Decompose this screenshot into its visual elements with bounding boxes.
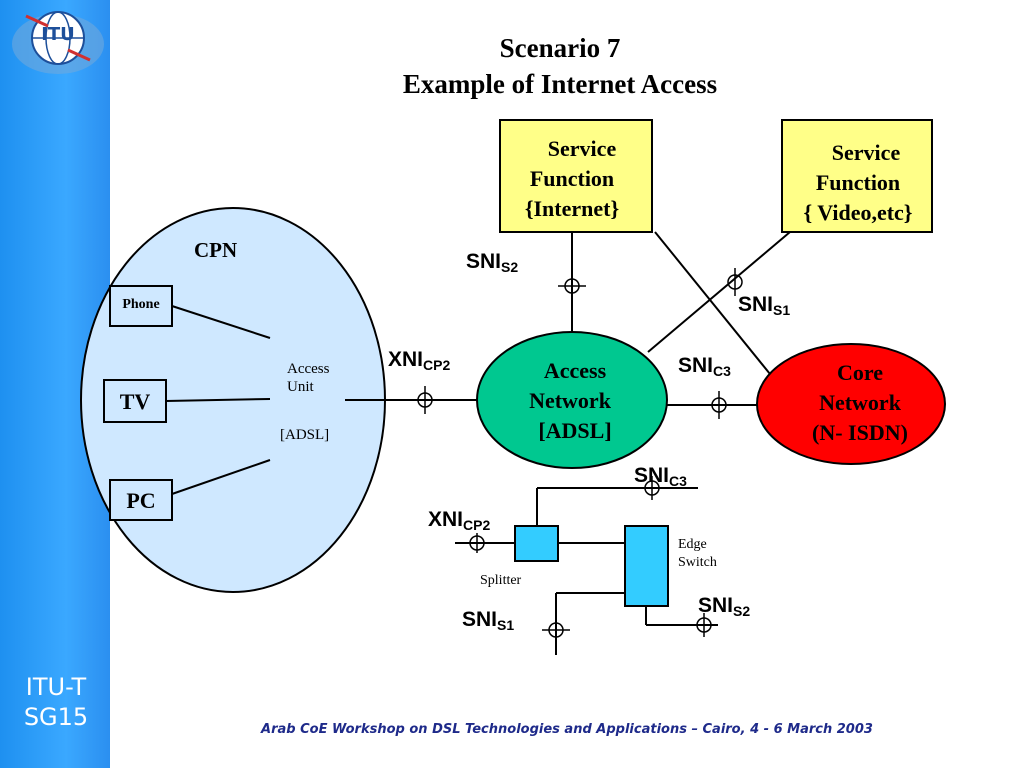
splitter-label: Splitter — [480, 573, 522, 588]
xni-cp2-bottom-base: XNI — [428, 508, 464, 531]
sni-s1-bottom-label: SNIS1 — [462, 608, 514, 633]
edge-switch-line2: Switch — [678, 555, 717, 570]
service-function-internet-box — [499, 119, 653, 233]
sf-video-line2: Function — [815, 170, 901, 195]
pc-box — [109, 479, 173, 521]
sni-c3-top-label: SNIC3 — [678, 354, 731, 379]
sni-c3-bottom-sub: C3 — [669, 473, 687, 489]
access-unit-adsl-label: [ADSL] — [280, 427, 330, 443]
sni-c3-top-sub: C3 — [713, 363, 731, 379]
ref-point-sni-s1-top — [727, 268, 743, 296]
core-network-label: Core Network (N- ISDN) — [780, 358, 940, 448]
title-line1: Scenario 7 — [499, 33, 621, 63]
access-network-line3: [ADSL] — [538, 418, 612, 443]
service-function-video-box — [781, 119, 933, 233]
access-network-line1: Access — [543, 358, 607, 383]
access-unit-line1: Access — [287, 361, 330, 377]
sni-s2-bottom-sub: S2 — [733, 603, 751, 619]
itu-logo-text: ITU — [41, 24, 75, 45]
page-title: Scenario 7 Example of Internet Access — [240, 30, 880, 102]
sni-c3-top-base: SNI — [678, 354, 714, 377]
xni-cp2-top-label: XNICP2 — [388, 348, 450, 373]
ref-point-sni-s2-bottom — [696, 613, 712, 637]
sf-internet-line1: Service — [547, 136, 617, 161]
ref-point-sni-c3-bottom — [644, 476, 660, 500]
edge-switch-label: Edge Switch — [678, 536, 717, 572]
xni-cp2-top-sub: CP2 — [423, 357, 451, 373]
sf-video-line3: { Video,etc} — [803, 200, 913, 225]
core-network-ellipse — [756, 343, 946, 465]
ref-point-xni-cp2-bottom — [469, 533, 485, 553]
itu-globe-icon — [12, 11, 104, 74]
sf-internet-line3: {Internet} — [524, 196, 620, 221]
core-network-line1: Core — [836, 360, 884, 385]
pc-label: PC — [126, 488, 156, 513]
itut-line2: SG15 — [23, 703, 89, 731]
xni-cp2-bottom-sub: CP2 — [463, 517, 491, 533]
title-line2: Example of Internet Access — [402, 69, 718, 99]
footer-text: Arab CoE Workshop on DSL Technologies an… — [261, 722, 873, 737]
ref-point-xni-cp2-top — [417, 386, 433, 414]
ref-point-sni-s1-bottom — [542, 622, 570, 638]
sni-s2-bottom-base: SNI — [698, 594, 734, 617]
core-network-line2: Network — [819, 390, 901, 415]
phone-label: Phone — [122, 297, 160, 312]
xni-cp2-top-base: XNI — [388, 348, 424, 371]
sf-internet-line2: Function — [529, 166, 615, 191]
core-network-line3: (N- ISDN) — [812, 420, 908, 445]
xni-cp2-bottom-label: XNICP2 — [428, 508, 490, 533]
sni-c3-bottom-label: SNIC3 — [634, 464, 687, 489]
access-unit-line2: Unit — [287, 379, 314, 395]
sni-s1-top-sub: S1 — [773, 302, 791, 318]
access-unit-label: Access Unit — [287, 360, 329, 396]
sni-s1-top-label: SNIS1 — [738, 293, 790, 318]
itut-line1: ITU-T — [25, 673, 87, 701]
edge-switch-line1: Edge — [678, 537, 707, 552]
itut-label: ITU-T SG15 — [10, 672, 102, 732]
cpn-label: CPN — [194, 238, 238, 262]
ref-point-sni-s2-top — [558, 278, 586, 294]
sni-c3-bottom-base: SNI — [634, 464, 670, 487]
access-network-line2: Network — [529, 388, 611, 413]
access-network-label: Access Network [ADSL] — [500, 356, 650, 446]
sni-s1-top-base: SNI — [738, 293, 774, 316]
access-network-ellipse — [476, 331, 668, 469]
splitter-box — [514, 525, 559, 562]
sni-s2-top-base: SNI — [466, 250, 502, 273]
sf-video-line1: Service — [831, 140, 901, 165]
sni-s1-bottom-base: SNI — [462, 608, 498, 631]
sni-s2-bottom-label: SNIS2 — [698, 594, 750, 619]
service-function-internet-label: Service Function {Internet} — [500, 134, 664, 224]
edge-switch-box — [624, 525, 669, 607]
sni-s1-bottom-sub: S1 — [497, 617, 515, 633]
service-function-video-label: Service Function { Video,etc} — [782, 138, 950, 228]
ref-point-sni-c3-top — [711, 391, 727, 419]
phone-box — [109, 285, 173, 327]
sni-s2-top-label: SNIS2 — [466, 250, 518, 275]
sni-s2-top-sub: S2 — [501, 259, 519, 275]
tv-label: TV — [119, 389, 151, 414]
